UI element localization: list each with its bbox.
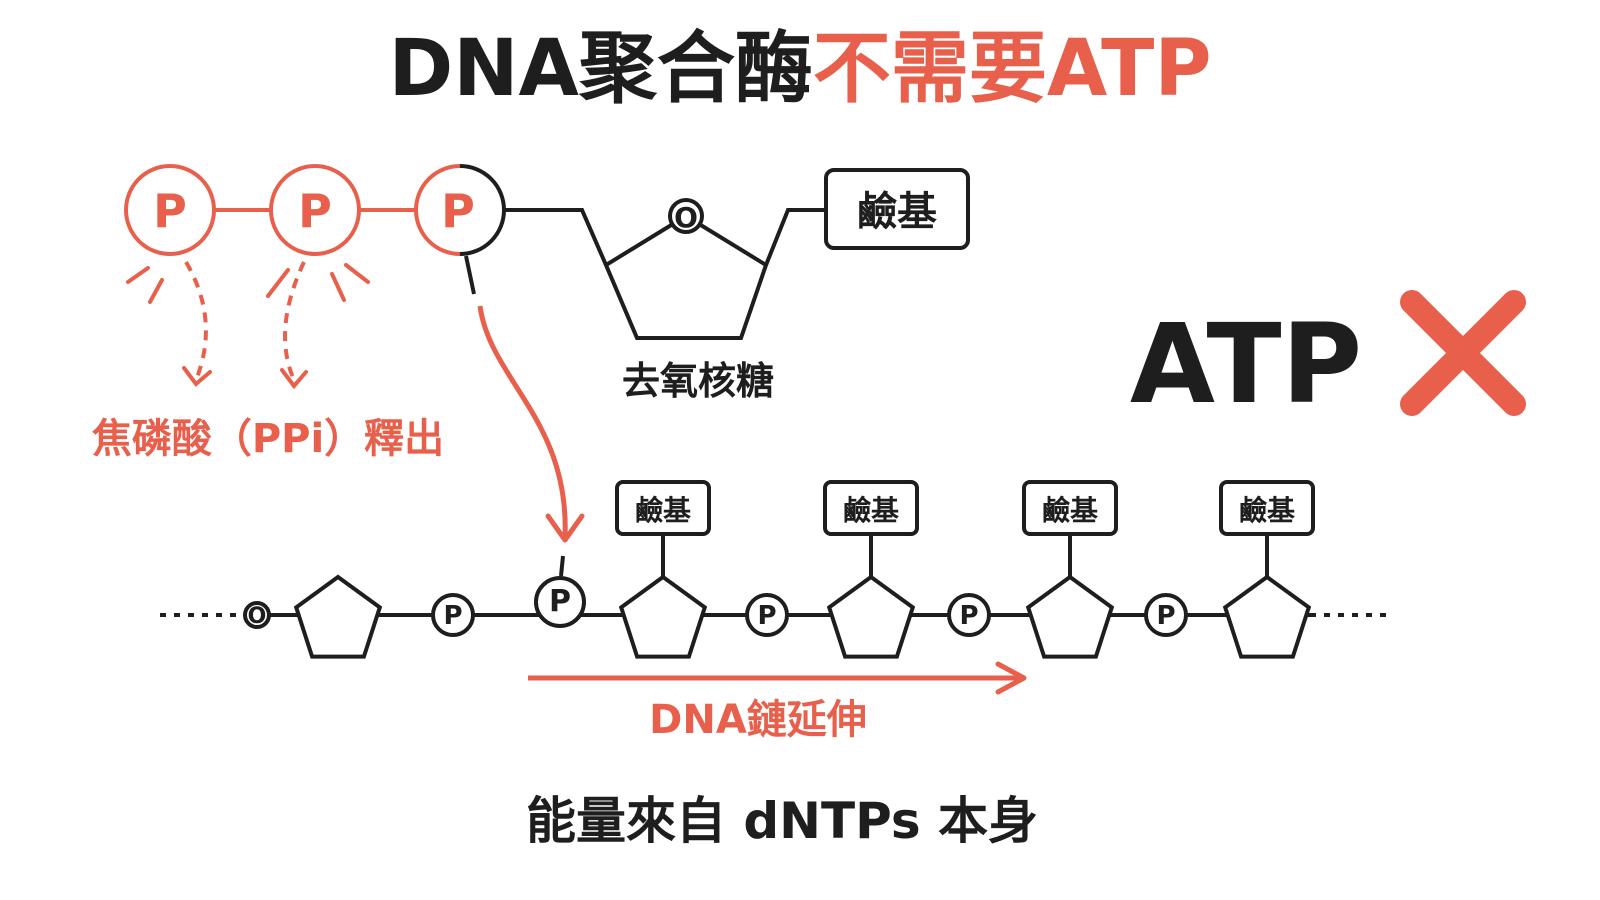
ppi-arrowhead-1 — [182, 366, 212, 387]
gamma-phosphate — [124, 164, 216, 256]
elongation-arrowhead — [995, 661, 1027, 695]
chain-start-oxygen — [243, 601, 271, 629]
beta-phosphate — [269, 164, 361, 256]
incorporation-arrow — [464, 255, 585, 543]
sugar-label: 去氧核糖 — [622, 359, 774, 403]
base-label: 鹼基 — [857, 189, 937, 235]
title-part-no-atp: 不需要ATP — [813, 24, 1212, 114]
chain-phosphate — [431, 593, 475, 637]
base-box — [824, 168, 970, 250]
ring-oxygen-label: O — [674, 201, 698, 234]
chain-base-box — [823, 480, 919, 536]
chain-phosphate-label: P — [549, 584, 571, 619]
elongation-arrow: DNA鏈延伸 — [528, 661, 1027, 743]
chain-base-label: 鹼基 — [1239, 494, 1295, 527]
gamma-phosphate-label: P — [153, 184, 187, 238]
spark-line — [266, 268, 290, 298]
dna-chain: O 鹼基 鹼基 鹼基 鹼基 P P P P P — [160, 480, 1392, 659]
ppi-dashed-arrow-2 — [283, 261, 306, 381]
spark-line — [344, 263, 370, 284]
chain-sugar — [1025, 574, 1115, 659]
chain-base-box — [1219, 480, 1315, 536]
energy-note: 能量來自 dNTPs 本身 — [526, 792, 1038, 850]
page-title: DNA聚合酶不需要ATP — [388, 24, 1211, 114]
chain-phosphate-label: P — [959, 601, 978, 631]
new-phosphate — [534, 576, 586, 628]
beta-phosphate-label: P — [298, 184, 332, 238]
spark-line — [330, 272, 346, 302]
incorporation-arrowhead — [545, 513, 585, 543]
ppi-dashed-arrow-1 — [184, 260, 208, 381]
dntp-molecule: P P P O 鹼基 去氧核糖 — [124, 164, 970, 403]
cross-icon — [1400, 290, 1526, 416]
chain-start-oxygen-label: O — [248, 604, 267, 629]
chain-sugar — [293, 574, 383, 659]
chain-phosphate-label: P — [1156, 601, 1175, 631]
new-phosphate-tick — [559, 555, 565, 577]
ring-oxygen — [668, 198, 704, 234]
ppi-arrowhead-2 — [280, 368, 308, 390]
chain-base-box — [615, 480, 711, 536]
elongation-label: DNA鏈延伸 — [649, 697, 867, 743]
title-part-enzyme: DNA聚合酶 — [388, 24, 812, 114]
alpha-connector — [464, 255, 476, 295]
chain-phosphate — [745, 593, 789, 637]
chain-base-label: 鹼基 — [635, 494, 691, 527]
chain-sugar — [618, 574, 708, 659]
ppi-release-group: 焦磷酸（PPi）釋出 — [92, 260, 444, 462]
chain-phosphate-label: P — [443, 601, 462, 631]
incorporation-arrow-shaft — [477, 305, 568, 539]
alpha-phosphate-left-arc — [414, 164, 461, 256]
chain-base-label: 鹼基 — [843, 494, 899, 527]
chain-phosphate — [947, 593, 991, 637]
chain-phosphate-label: P — [757, 601, 776, 631]
chain-base-box — [1022, 480, 1118, 536]
deoxyribose-ring — [603, 213, 769, 340]
spark-line — [126, 266, 150, 284]
chain-sugar — [1222, 574, 1312, 659]
alpha-phosphate-label: P — [441, 184, 475, 238]
atp-label: ATP — [1130, 300, 1362, 428]
spark-line — [148, 278, 164, 304]
chain-sugar — [826, 574, 916, 659]
atp-marker: ATP — [1130, 290, 1526, 428]
ppi-release-label: 焦磷酸（PPi）釋出 — [92, 416, 444, 462]
phosphate-sugar-bond — [504, 208, 608, 266]
chain-base-label: 鹼基 — [1042, 494, 1098, 527]
chain-phosphate — [1144, 593, 1188, 637]
sugar-base-bond — [764, 208, 826, 266]
